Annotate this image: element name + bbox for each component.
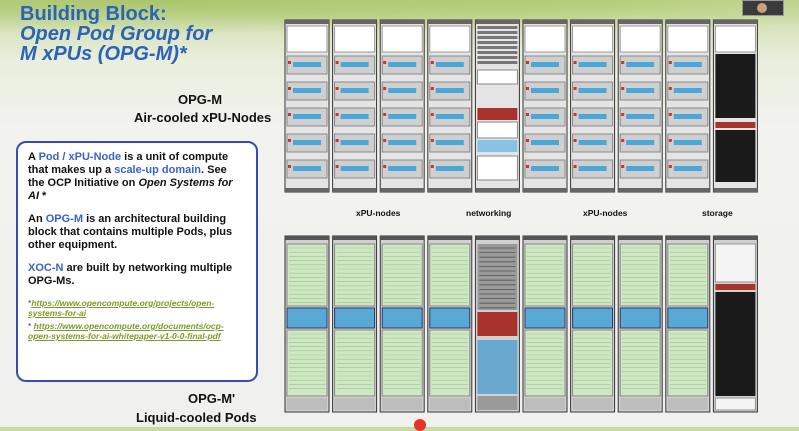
presenter-webcam-thumbnail [742,0,784,16]
pod-term: Pod / xPU-Node [38,151,122,163]
air-cooled-rack-diagram [284,19,758,193]
xoc-n-definition: XOC-N are built by networking multiple O… [28,262,233,287]
air-label-xpu-nodes: Air-cooled xPU-Nodes [134,110,272,125]
title-line-1: Building Block: [20,3,167,25]
reference-link-2[interactable]: https://www.opencompute.org/documents/oc… [28,321,224,341]
caption-xpu-nodes-left: xPU-nodes [356,208,401,218]
slide-title: Building Block: Open Pod Group for M xPU… [20,4,212,64]
opg-m-definition: An OPG-M is an architectural building bl… [28,213,233,251]
caption-storage: storage [702,208,733,218]
reference-link-1[interactable]: https://www.opencompute.org/projects/ope… [28,298,215,318]
title-line-3: M xPUs (OPG-M)* [20,43,187,65]
reference-1: *https://www.opencompute.org/projects/op… [28,298,215,318]
title-line-2: Open Pod Group for [20,23,213,45]
laser-pointer-dot [414,419,426,431]
reference-2: * https://www.opencompute.org/documents/… [28,321,224,341]
xoc-n-term: XOC-N [28,262,64,274]
opg-m-term: OPG-M [45,213,84,225]
scale-up-term: scale-up domain [114,164,201,176]
liquid-label-opg-m-prime: OPG-M' [188,391,236,406]
pod-definition: A Pod / xPU-Node is a unit of compute th… [28,151,233,202]
caption-xpu-nodes-right: xPU-nodes [583,208,628,218]
liquid-label-pods: Liquid-cooled Pods [136,410,257,425]
caption-networking: networking [466,208,512,218]
air-label-opg-m: OPG-M [178,92,223,107]
definition-box: A Pod / xPU-Node is a unit of compute th… [16,141,258,382]
liquid-cooled-rack-diagram [284,235,758,413]
